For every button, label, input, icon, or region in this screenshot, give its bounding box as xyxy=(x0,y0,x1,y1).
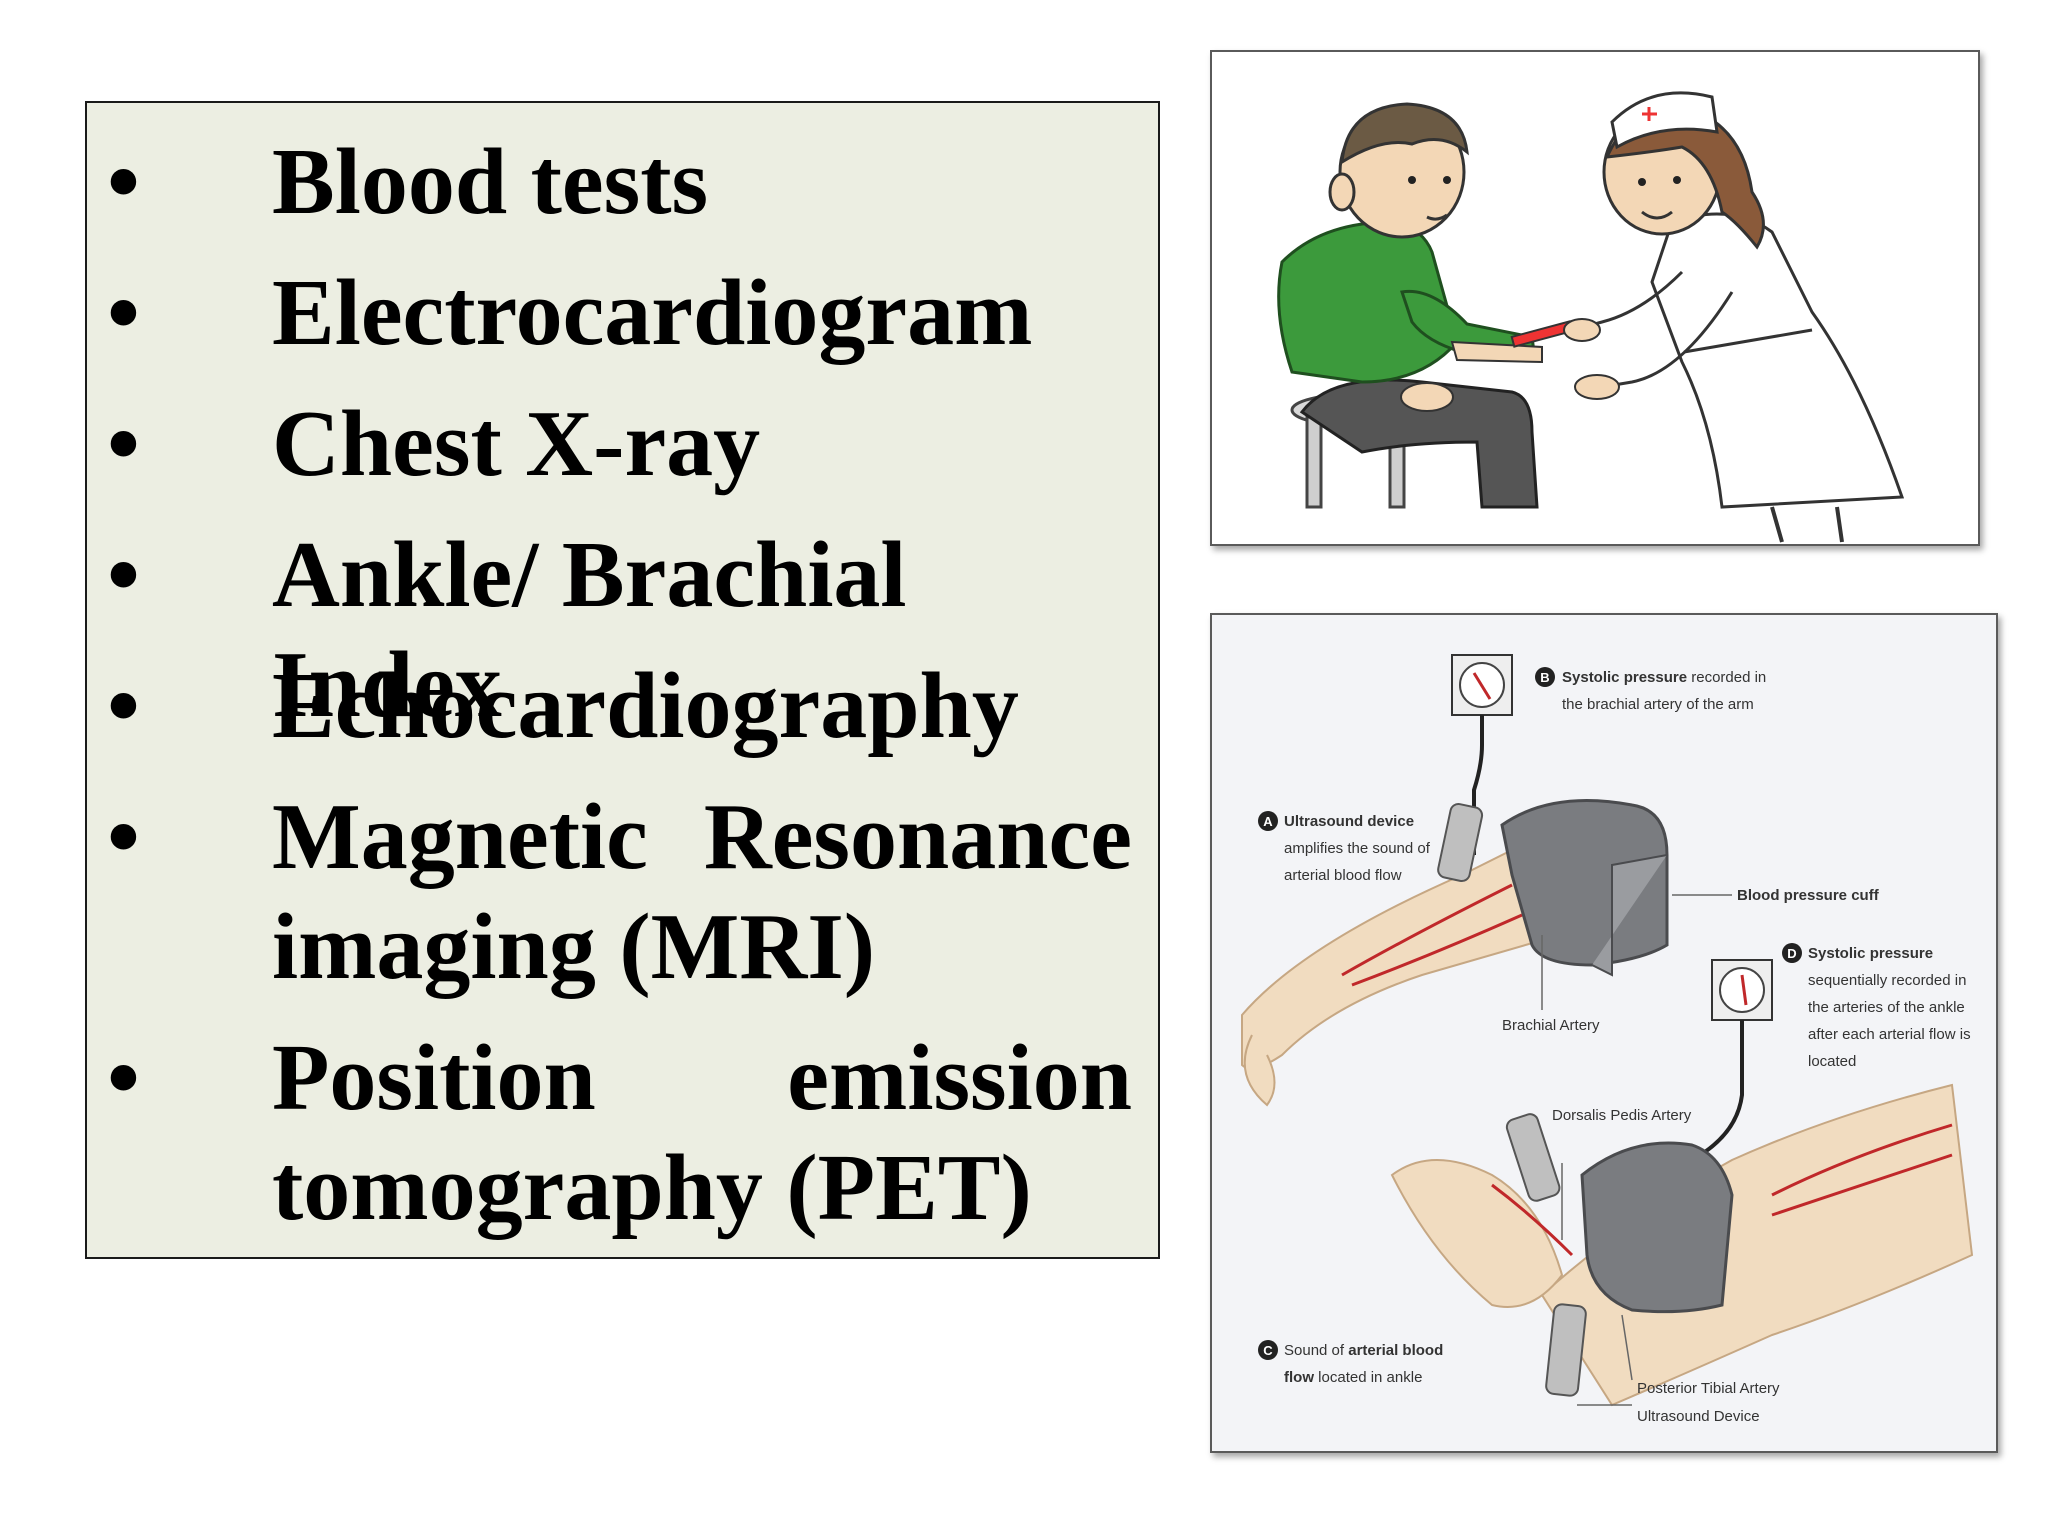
svg-text:located: located xyxy=(1808,1053,1856,1070)
marker-a-icon xyxy=(1258,811,1278,831)
svg-text:sequentially recorded in: sequentially recorded in xyxy=(1808,972,1966,989)
svg-text:the brachial artery of the arm: the brachial artery of the arm xyxy=(1562,696,1754,713)
list-item: • Ankle/ Brachial Index xyxy=(107,520,1132,740)
svg-text:Sound of arterial blood: Sound of arterial blood xyxy=(1284,1342,1443,1359)
bullet-icon: • xyxy=(107,392,140,496)
svg-text:Ultrasound Device: Ultrasound Device xyxy=(1637,1408,1760,1425)
marker-d-icon xyxy=(1782,943,1802,963)
bullet-icon: • xyxy=(107,261,140,365)
svg-text:Ultrasound device: Ultrasound device xyxy=(1284,813,1414,830)
svg-text:Systolic pressure recorded in: Systolic pressure recorded in xyxy=(1562,669,1766,686)
svg-text:after each arterial flow is: after each arterial flow is xyxy=(1808,1026,1971,1043)
abi-diagram: A B C D Ultrasound device amplifies the … xyxy=(1241,654,1974,1425)
ankle-brachial-index-diagram: A B C D Ultrasound device amplifies the … xyxy=(1210,613,1998,1453)
svg-text:D: D xyxy=(1787,946,1796,961)
svg-text:B: B xyxy=(1540,670,1549,685)
svg-text:the arteries of the ankle: the arteries of the ankle xyxy=(1808,999,1965,1016)
bullet-icon: • xyxy=(107,654,140,758)
list-item: • Electrocardiogram xyxy=(107,258,1132,368)
bullet-icon: • xyxy=(107,1026,140,1130)
list-item-text: Ankle/ Brachial Index xyxy=(272,523,907,737)
svg-text:A: A xyxy=(1263,814,1273,829)
bullet-icon: • xyxy=(107,130,140,234)
list-item: • Blood tests xyxy=(107,127,1132,237)
bullet-icon: • xyxy=(107,523,140,627)
svg-text:arterial blood flow: arterial blood flow xyxy=(1284,867,1402,884)
list-item-text: Electrocardiogram xyxy=(272,261,1033,365)
svg-text:amplifies the sound of: amplifies the sound of xyxy=(1284,840,1431,857)
svg-text:Brachial Artery: Brachial Artery xyxy=(1502,1017,1600,1034)
nurse-patient-drawing xyxy=(1277,91,1905,543)
svg-text:flow located in ankle: flow located in ankle xyxy=(1284,1369,1422,1386)
svg-text:Posterior Tibial Artery: Posterior Tibial Artery xyxy=(1637,1380,1780,1397)
svg-text:Blood pressure cuff: Blood pressure cuff xyxy=(1737,887,1880,904)
marker-c-icon xyxy=(1258,1340,1278,1360)
marker-b-icon xyxy=(1535,667,1555,687)
blood-test-illustration xyxy=(1210,50,1980,546)
list-item-text: Chest X-ray xyxy=(272,392,761,496)
list-item: • Echocardiography xyxy=(107,651,1132,761)
list-item-text: Echocardiography xyxy=(272,654,1019,758)
svg-text:Dorsalis Pedis Artery: Dorsalis Pedis Artery xyxy=(1552,1107,1692,1124)
bullet-icon: • xyxy=(107,785,140,889)
list-item: • Chest X-ray xyxy=(107,389,1132,499)
svg-text:Systolic pressure: Systolic pressure xyxy=(1808,945,1933,962)
list-item-text: Blood tests xyxy=(272,130,709,234)
svg-text:C: C xyxy=(1263,1343,1273,1358)
test-list-box: • Blood tests • Electrocardiogram • Ches… xyxy=(85,101,1160,1259)
